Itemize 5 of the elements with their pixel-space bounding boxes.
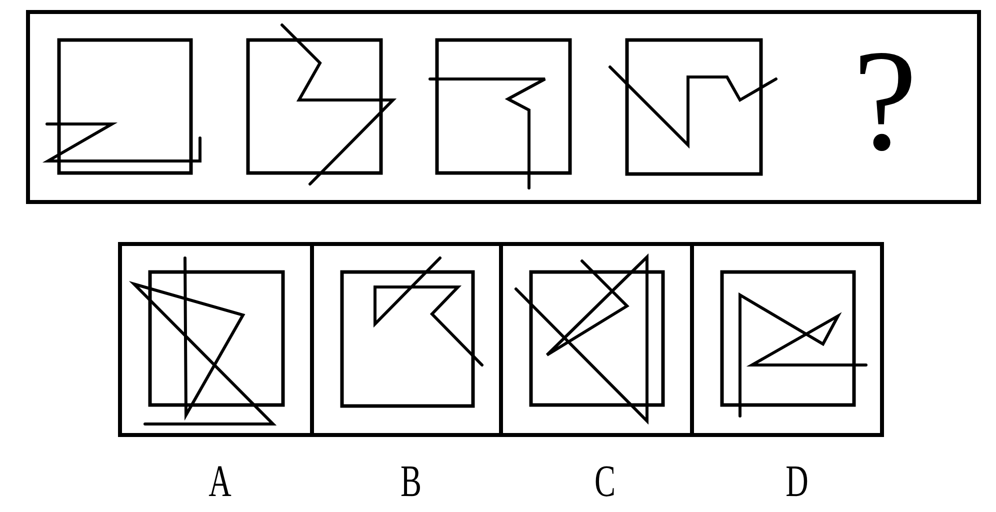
- option-letter: D: [786, 465, 808, 499]
- question-mark: ?: [852, 47, 918, 156]
- option-letter: B: [400, 465, 422, 499]
- option-letter: C: [594, 465, 616, 499]
- option-letter: A: [208, 465, 232, 499]
